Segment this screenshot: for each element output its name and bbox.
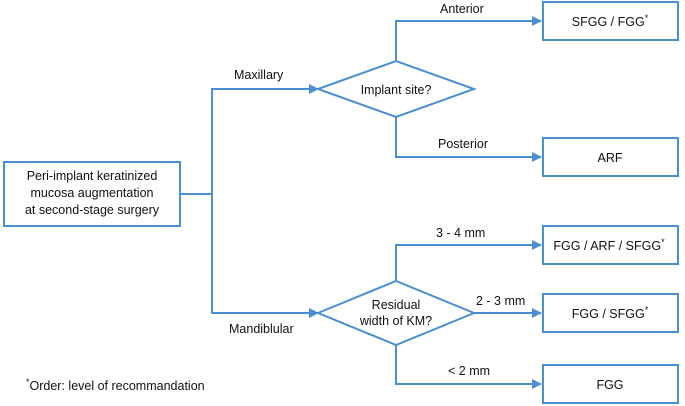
connector-anterior	[395, 16, 542, 61]
label-maxillary: Maxillary	[234, 68, 284, 82]
decision-residual-km-line-2: width of KM?	[359, 314, 432, 328]
label-2-3-mm: 2 - 3 mm	[476, 294, 525, 308]
connector-posterior	[395, 117, 542, 162]
footnote-text: Order: level of recommandation	[30, 379, 205, 393]
start-line-3: at second-stage surgery	[25, 203, 160, 217]
svg-text:SFGG / FGG*: SFGG / FGG*	[572, 13, 649, 29]
start-box: Peri-implant keratinized mucosa augmenta…	[3, 161, 181, 227]
svg-text:FGG / ARF / SFGG*: FGG / ARF / SFGG*	[553, 237, 665, 253]
outcome-anterior: SFGG / FGG*	[542, 1, 679, 41]
outcome-posterior: ARF	[542, 137, 679, 177]
outcome-anterior-mark: *	[645, 13, 649, 23]
outcome-lt-2-mm: FGG	[542, 364, 679, 404]
decision-residual-km-line-1: Residual	[372, 298, 421, 312]
outcome-3-4-mm: FGG / ARF / SFGG*	[542, 225, 679, 265]
label-3-4-mm: 3 - 4 mm	[436, 226, 485, 240]
label-mandibular: Mandiblular	[229, 322, 294, 336]
decision-implant-site-label: Implant site?	[361, 83, 432, 97]
outcome-lt-2-mm-text: FGG	[596, 378, 623, 392]
outcome-3-4-mm-mark: *	[661, 237, 665, 247]
connector-to-residual-km	[211, 194, 319, 318]
connector-lt-2-mm	[395, 345, 542, 389]
label-anterior: Anterior	[440, 2, 484, 16]
start-line-1: Peri-implant keratinized	[27, 169, 158, 183]
outcome-2-3-mm-mark: *	[645, 305, 649, 315]
outcome-posterior-text: ARF	[598, 151, 623, 165]
start-line-2: mucosa augmentation	[31, 186, 154, 200]
outcome-2-3-mm-text: FGG / SFGG	[572, 307, 645, 321]
connector-to-implant-site	[211, 84, 319, 194]
outcome-anterior-text: SFGG / FGG	[572, 15, 645, 29]
svg-text:FGG / SFGG*: FGG / SFGG*	[572, 305, 649, 321]
label-posterior: Posterior	[438, 137, 488, 151]
footnote: *Order: level of recommandation	[26, 377, 205, 393]
label-lt-2-mm: < 2 mm	[448, 364, 490, 378]
connectors	[180, 16, 542, 389]
footnote-mark: *	[26, 377, 30, 387]
outcome-3-4-mm-text: FGG / ARF / SFGG	[553, 239, 661, 253]
outcome-2-3-mm: FGG / SFGG*	[542, 293, 679, 333]
decision-residual-km: Residual width of KM?	[315, 279, 477, 347]
connector-3-4-mm	[395, 240, 542, 281]
decision-implant-site: Implant site?	[315, 59, 477, 119]
